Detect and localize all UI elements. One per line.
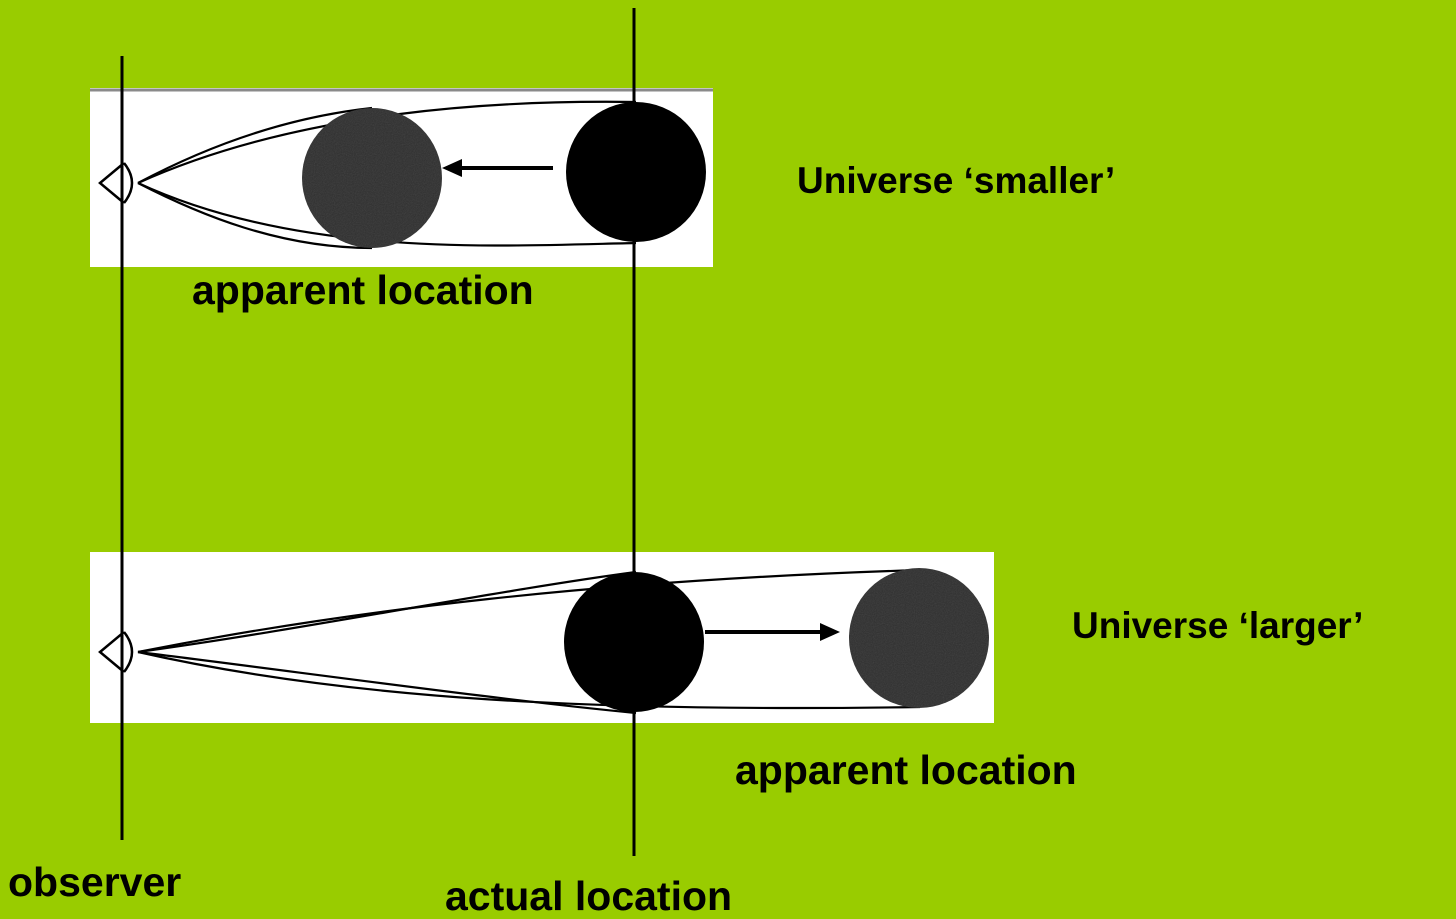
- actual-location-label: actual location: [445, 873, 733, 919]
- top-apparent-disc-texture: [302, 108, 442, 248]
- top-panel: [90, 88, 713, 267]
- bottom-observer-eye-icon: [98, 631, 134, 673]
- bottom-light-rays: [137, 568, 921, 715]
- bottom-arrow-right-icon: [705, 623, 840, 641]
- apparent-location-top-label: apparent location: [192, 267, 534, 313]
- observer-label: observer: [8, 859, 182, 905]
- top-observer-eye-icon: [98, 162, 134, 204]
- apparent-location-bottom-label: apparent location: [735, 747, 1077, 793]
- universe-smaller-label: Universe ‘smaller’: [797, 160, 1116, 201]
- top-actual-disc: [566, 102, 706, 242]
- bottom-apparent-disc-texture: [849, 568, 989, 708]
- bottom-panel: [90, 552, 994, 723]
- universe-larger-label: Universe ‘larger’: [1072, 605, 1364, 646]
- top-arrow-left-icon: [442, 159, 553, 177]
